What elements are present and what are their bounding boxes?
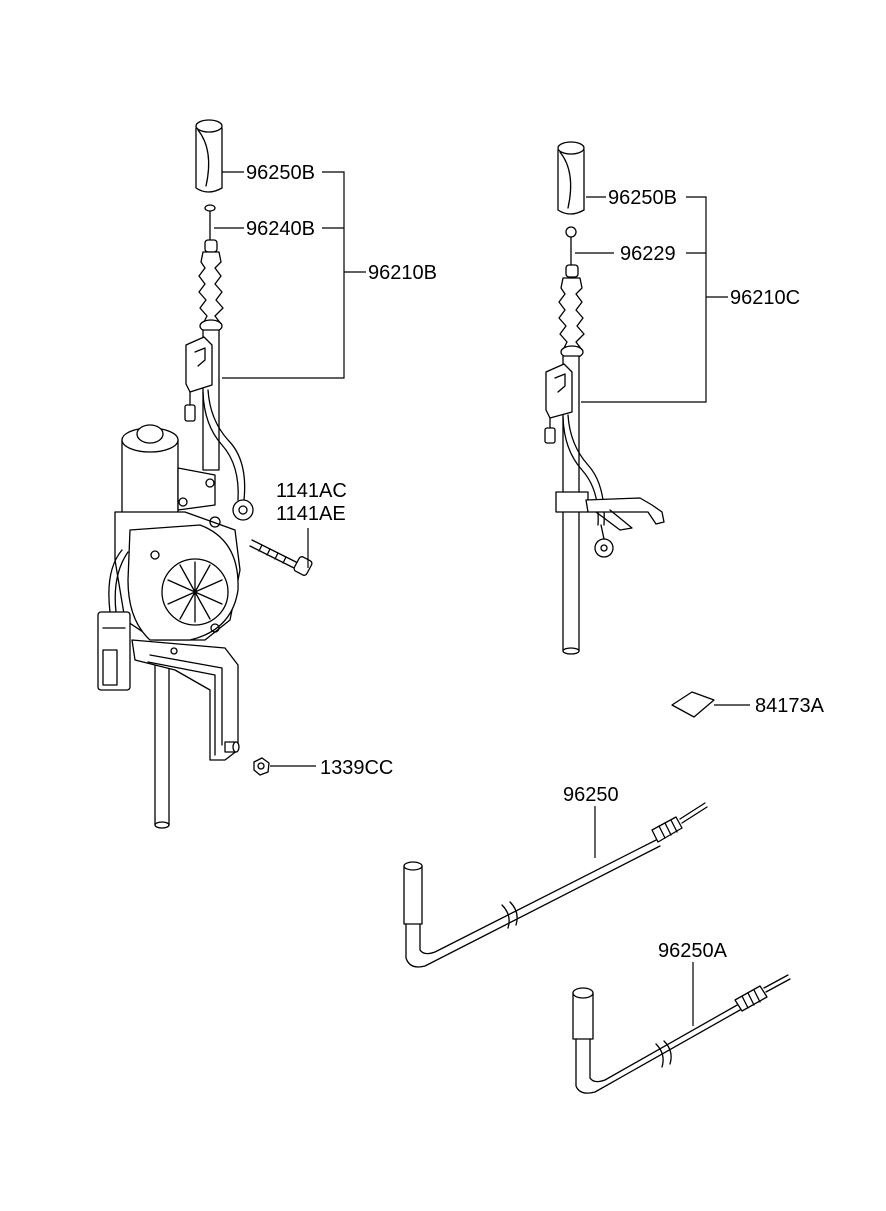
antenna-motor (114, 424, 241, 641)
callout-1141AE: 1141AE (276, 503, 346, 525)
nut-1339 (253, 757, 270, 776)
callout-labels: 96250B 96240B 96210B 1141AC 1141AE 1339C… (246, 162, 825, 962)
leader-lines (214, 171, 750, 1026)
antenna-tip-right (565, 226, 577, 266)
mast-clamp (555, 491, 665, 531)
motor-connector (97, 549, 131, 691)
antenna-cap-right (557, 141, 585, 215)
screw-1141 (249, 539, 313, 576)
ground-wire-right (544, 363, 614, 558)
callout-1339CC: 1339CC (320, 757, 393, 779)
feeder-cable-96250 (403, 802, 708, 968)
callout-96250A: 96250A (658, 940, 728, 962)
feeder-cable-96250A (572, 974, 791, 1094)
ground-wire-left (184, 336, 254, 521)
antenna-tip-left (204, 204, 216, 241)
callout-84173A: 84173A (755, 695, 825, 717)
antenna-cap-left (195, 119, 223, 193)
callout-96210B: 96210B (368, 262, 437, 284)
callout-96229: 96229 (620, 243, 676, 265)
mounting-bracket (131, 639, 240, 761)
callout-96250B-left: 96250B (246, 162, 315, 184)
callout-96250B-right: 96250B (608, 187, 677, 209)
pad-84173A (671, 691, 715, 718)
callout-96210C: 96210C (730, 287, 800, 309)
power-antenna-assembly-left (97, 119, 313, 829)
telescopic-mast-right (558, 264, 585, 655)
callout-96250: 96250 (563, 784, 619, 806)
callout-96240B: 96240B (246, 218, 315, 240)
antenna-mast-assembly-right (544, 141, 665, 655)
callout-1141AC: 1141AC (276, 480, 347, 502)
